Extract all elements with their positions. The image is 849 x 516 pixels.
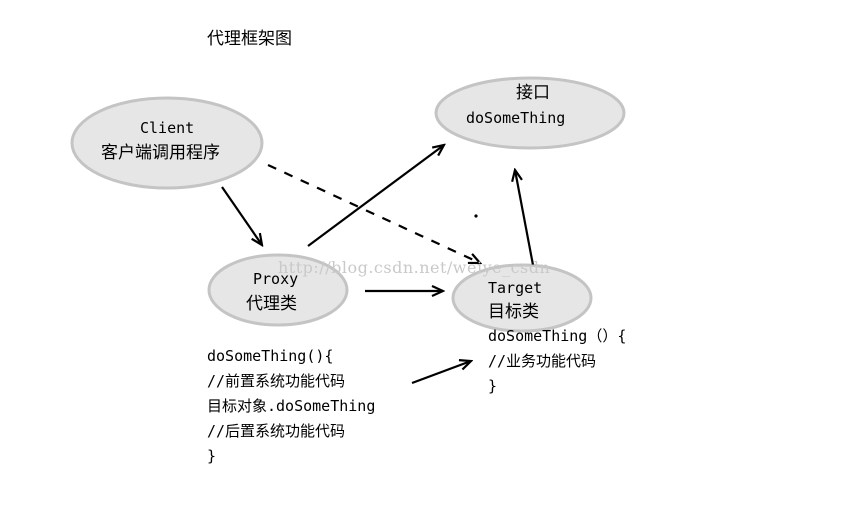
proxy-code-line: 目标对象.doSomeThing bbox=[207, 397, 376, 415]
interface-node bbox=[434, 76, 626, 150]
proxy-node bbox=[207, 253, 349, 327]
target-code-block: doSomeThing（）{ //业务功能代码 } bbox=[488, 326, 626, 396]
arrow-client-to-proxy bbox=[221, 186, 262, 245]
target-node bbox=[451, 263, 593, 333]
proxy-code-block: doSomeThing(){ //前置系统功能代码 目标对象.doSomeThi… bbox=[207, 346, 375, 466]
proxy-code-line: //前置系统功能代码 bbox=[207, 372, 346, 390]
arrow-code-to-target bbox=[411, 361, 471, 385]
proxy-code-line: doSomeThing(){ bbox=[207, 347, 334, 365]
proxy-code-line: //后置系统功能代码 bbox=[207, 422, 346, 440]
interface-label: 接口 bbox=[516, 83, 550, 103]
target-code-line: } bbox=[488, 377, 498, 395]
watermark: http://blog.csdn.net/weiye_csdn bbox=[278, 258, 551, 277]
proxy-code-line: } bbox=[207, 447, 217, 465]
client-node bbox=[70, 96, 264, 190]
arrow-target-to-interface bbox=[515, 170, 535, 266]
arrow-proxy-to-interface bbox=[307, 145, 444, 247]
proxy-label: Proxy bbox=[253, 270, 299, 288]
client-label: Client bbox=[140, 119, 195, 137]
target-description: 目标类 bbox=[488, 302, 539, 322]
target-code-line: //业务功能代码 bbox=[488, 352, 597, 370]
target-code-line: doSomeThing（）{ bbox=[488, 327, 627, 345]
arrow-client-to-target-dashed bbox=[267, 164, 480, 263]
diagram-title: 代理框架图 bbox=[207, 29, 292, 49]
client-description: 客户端调用程序 bbox=[101, 143, 220, 163]
interface-method: doSomeThing bbox=[466, 109, 566, 127]
stray-dot bbox=[474, 214, 478, 218]
target-label: Target bbox=[488, 279, 543, 297]
proxy-description: 代理类 bbox=[246, 294, 297, 314]
